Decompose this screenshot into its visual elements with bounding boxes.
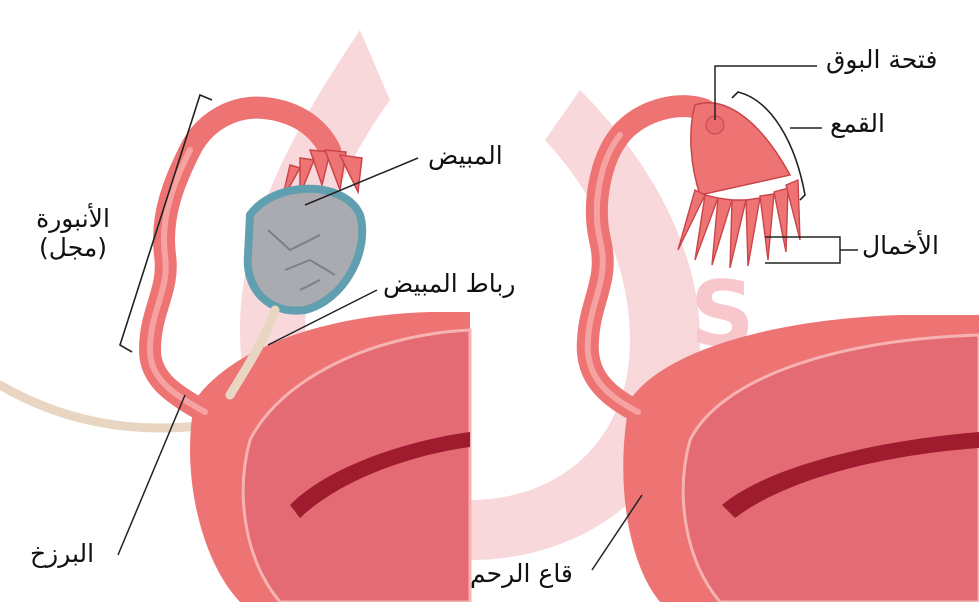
- isthmus-leader: [118, 395, 185, 555]
- label-tubal-opening: فتحة البوق: [826, 46, 937, 75]
- label-infundibulum-name: الأنبورة: [18, 205, 128, 234]
- ovary-shape: [248, 189, 362, 311]
- right-fimbriae: [678, 180, 800, 268]
- label-ovarian-ligament: رباط المبيض: [383, 270, 515, 299]
- label-fundus: قاع الرحم: [470, 560, 573, 589]
- label-funnel: القمع: [830, 110, 885, 139]
- left-figure: [0, 95, 470, 602]
- label-isthmus: البرزخ: [30, 540, 94, 569]
- fimbriae-bracket: [765, 237, 840, 263]
- label-ovary: المبيض: [428, 142, 503, 171]
- funnel-shape: [691, 103, 790, 195]
- label-ampulla: (مجل): [18, 234, 128, 263]
- label-infundibulum: الأنبورة (مجل): [18, 205, 128, 263]
- label-fimbriae: الأخمال: [862, 232, 939, 261]
